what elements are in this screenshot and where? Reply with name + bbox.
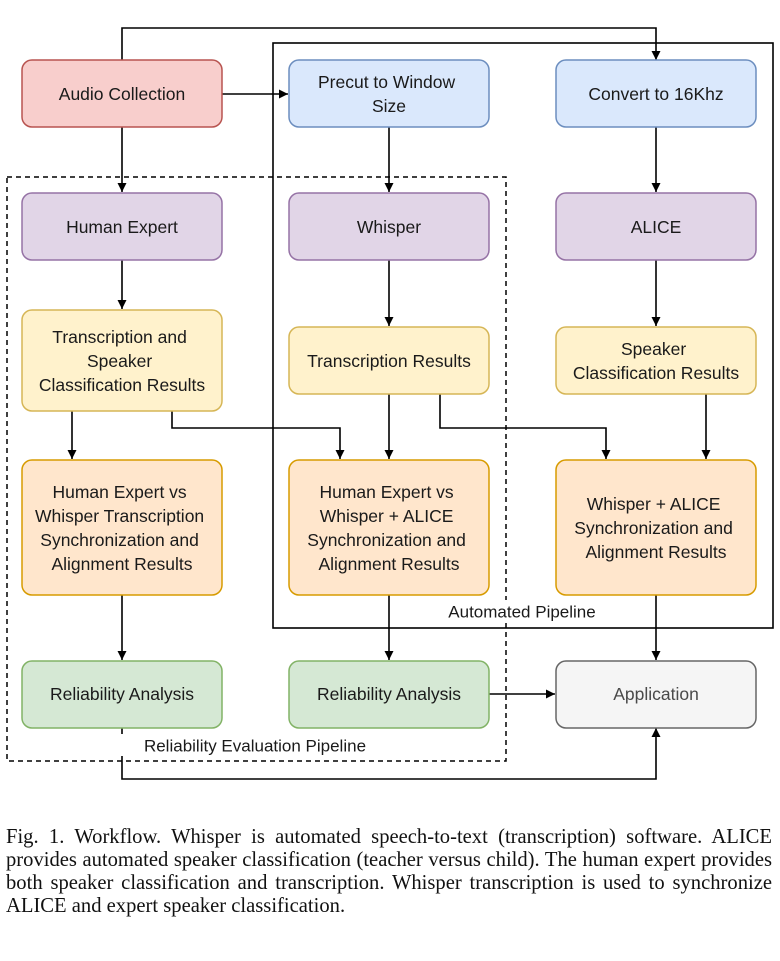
node-convert: Convert to 16Khz	[555, 59, 757, 128]
node-transcription-results-label: Transcription Results	[307, 351, 471, 371]
node-application-label: Application	[613, 684, 699, 704]
node-reliability-1: Reliability Analysis	[21, 660, 223, 729]
node-speaker-results-label: Speaker Classification Results	[573, 339, 740, 383]
node-speaker-results: Speaker Classification Results	[555, 326, 757, 395]
node-expert-vs-whisper: Human Expert vs Whisper Transcription Sy…	[21, 459, 223, 596]
node-whisper-alice: Whisper + ALICE Synchronization and Alig…	[555, 459, 757, 596]
node-precut-label: Precut to Window Size	[318, 72, 460, 116]
edge-transcription-to-expert-vs-whisper-alice	[171, 411, 345, 459]
edge-audio-to-convert	[121, 27, 661, 60]
reliability-pipeline-frame	[6, 176, 507, 762]
node-expert-vs-whisper-label: Human Expert vs Whisper Transcription Sy…	[35, 482, 209, 574]
node-audio-collection: Audio Collection	[21, 59, 223, 128]
node-alice-label: ALICE	[631, 217, 682, 237]
automated-pipeline-frame	[272, 42, 774, 629]
node-reliability-1-label: Reliability Analysis	[50, 684, 194, 704]
node-audio-collection-label: Audio Collection	[59, 84, 185, 104]
caption-text: Workflow. Whisper is automated speech-to…	[6, 826, 772, 917]
caption-number: Fig. 1.	[6, 826, 65, 848]
node-transcription-speaker: Transcription and Speaker Classification…	[21, 309, 223, 412]
reliability-pipeline-label: Reliability Evaluation Pipeline	[144, 737, 366, 756]
node-alice: ALICE	[555, 192, 757, 261]
node-expert-vs-whisper-alice: Human Expert vs Whisper + ALICE Synchron…	[288, 459, 490, 596]
node-expert-vs-whisper-alice-label: Human Expert vs Whisper + ALICE Synchron…	[307, 482, 470, 574]
node-whisper-alice-label: Whisper + ALICE Synchronization and Alig…	[574, 494, 737, 562]
node-whisper-label: Whisper	[357, 217, 421, 237]
automated-pipeline-label: Automated Pipeline	[448, 603, 595, 622]
node-human-expert: Human Expert	[21, 192, 223, 261]
node-convert-label: Convert to 16Khz	[588, 84, 723, 104]
node-human-expert-label: Human Expert	[66, 217, 178, 237]
node-reliability-2-label: Reliability Analysis	[317, 684, 461, 704]
workflow-diagram: Audio Collection Precut to Window Size C…	[6, 27, 774, 780]
node-transcription-results: Transcription Results	[288, 326, 490, 395]
node-reliability-2: Reliability Analysis	[288, 660, 490, 729]
node-whisper: Whisper	[288, 192, 490, 261]
node-transcription-speaker-label: Transcription and Speaker Classification…	[39, 327, 206, 395]
node-application: Application	[555, 660, 757, 729]
figure-caption: Fig. 1.Workflow. Whisper is automated sp…	[6, 826, 772, 918]
node-precut: Precut to Window Size	[288, 59, 490, 128]
edge-transcription-results-to-whisper-alice	[439, 394, 611, 459]
